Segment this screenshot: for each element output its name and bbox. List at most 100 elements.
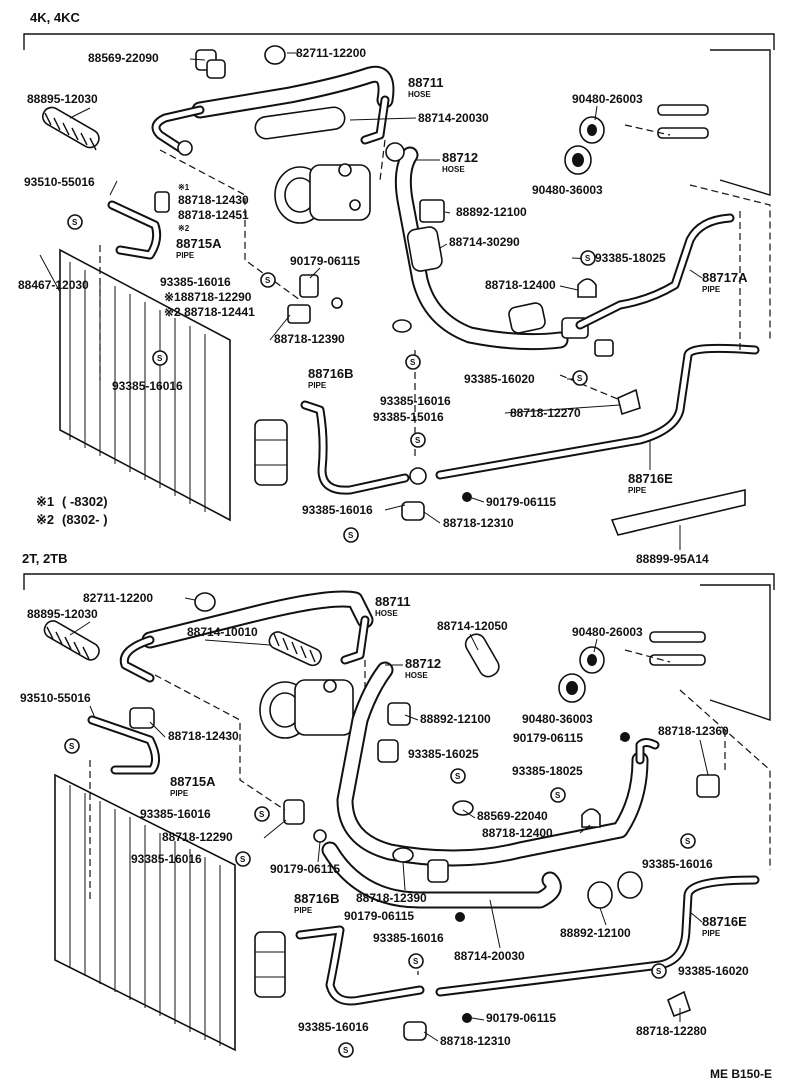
svg-text:S: S — [69, 742, 75, 751]
note-mark-1: ※1 — [36, 494, 54, 509]
label-88718-12390: 88718-12390 — [274, 332, 345, 346]
condenser-icon — [59, 248, 231, 522]
diagram-code: ME B150-E — [710, 1067, 772, 1081]
label-93385-15016: 93385-15016 — [373, 410, 444, 424]
label-b-90480-36003: 90480-36003 — [522, 712, 593, 726]
label-b-88718-12280: 88718-12280 — [636, 1024, 707, 1038]
label-b-88716e-pipe: PIPE — [702, 929, 721, 938]
top-labels: 88569-22090 82711-12200 88711 HOSE 88895… — [18, 46, 748, 566]
svg-text:S: S — [343, 1046, 349, 1055]
label-b-88716b-pipe: PIPE — [294, 906, 313, 915]
svg-text:S: S — [577, 374, 583, 383]
label-88716e: 88716E — [628, 471, 673, 486]
label-b-93385-16016-a: 93385-16016 — [140, 807, 211, 821]
label-88718-12441: ※2 88718-12441 — [164, 305, 255, 319]
note-range-2: (8302- ) — [62, 512, 108, 527]
label-b-93385-16016-b: 93385-16016 — [131, 852, 202, 866]
label-93385-16016-b: 93385-16016 — [112, 379, 183, 393]
label-b-93385-16016-c: 93385-16016 — [642, 857, 713, 871]
compressor-icon — [274, 163, 371, 224]
label-b-88714-10010: 88714-10010 — [187, 625, 258, 639]
section-title-2t: 2T, 2TB — [22, 551, 68, 566]
label-b-88718-12290: 88718-12290 — [162, 830, 233, 844]
note-mark-2: ※2 — [36, 512, 54, 527]
top-drawing — [42, 45, 771, 536]
label-88717a: 88717A — [702, 270, 748, 285]
bottom-drawing — [43, 584, 771, 1052]
label-b-88895-12030: 88895-12030 — [27, 607, 98, 621]
label-b-93385-16025: 93385-16025 — [408, 747, 479, 761]
label-b-88718-12390: 88718-12390 — [356, 891, 427, 905]
label-88714-20030: 88714-20030 — [418, 111, 489, 125]
label-b-88711-hose: HOSE — [375, 609, 398, 618]
label-90179-06115: 90179-06115 — [290, 254, 360, 268]
label-88895-12030: 88895-12030 — [27, 92, 98, 106]
receiver-drier-icon — [254, 931, 286, 998]
label-b-82711-12200: 82711-12200 — [83, 591, 153, 605]
seal-strip-icon — [610, 488, 746, 536]
svg-text:S: S — [656, 967, 662, 976]
svg-text:S: S — [555, 791, 561, 800]
label-88716b-pipe: PIPE — [308, 381, 327, 390]
section-title-4k: 4K, 4KC — [30, 10, 80, 25]
label-b-88716b: 88716B — [294, 891, 340, 906]
label-b-93385-18025: 93385-18025 — [512, 764, 583, 778]
label-b-90179-06115-b: 90179-06115 — [270, 862, 340, 876]
svg-text:S: S — [413, 957, 419, 966]
label-88715a: 88715A — [176, 236, 222, 251]
spring-icon — [42, 106, 100, 151]
label-93385-16016-d: 93385-16016 — [302, 503, 373, 517]
svg-text:S: S — [415, 436, 421, 445]
label-b-88718-12310: 88718-12310 — [440, 1034, 511, 1048]
section-frame-top — [23, 33, 775, 50]
label-b-93385-16016-d: 93385-16016 — [373, 931, 444, 945]
label-88569-22090: 88569-22090 — [88, 51, 159, 65]
screw-icon: S S S S S S S S S — [64, 738, 696, 1058]
receiver-drier-icon — [254, 419, 288, 486]
svg-text:S: S — [72, 218, 78, 227]
label-b-90480-26003: 90480-26003 — [572, 625, 643, 639]
svg-text:S: S — [585, 254, 591, 263]
label-93385-16020: 93385-16020 — [464, 372, 535, 386]
section-frame-bottom — [23, 573, 775, 590]
label-88716e-pipe: PIPE — [628, 486, 647, 495]
label-93385-16016-c: 93385-16016 — [380, 394, 451, 408]
label-note-mark-2: ※2 — [178, 224, 190, 233]
label-b-88714-20030: 88714-20030 — [454, 949, 525, 963]
svg-text:S: S — [348, 531, 354, 540]
label-b-90179-06115-d: 90179-06115 — [486, 1011, 556, 1025]
label-b-93385-16016-e: 93385-16016 — [298, 1020, 369, 1034]
label-88712-hose: HOSE — [442, 165, 465, 174]
svg-text:S: S — [685, 837, 691, 846]
label-88718-12270: 88718-12270 — [510, 406, 581, 420]
label-b-88718-12360: 88718-12360 — [658, 724, 729, 738]
label-b-88715a: 88715A — [170, 774, 216, 789]
label-b-90179-06115-a: 90179-06115 — [513, 731, 583, 745]
svg-text:S: S — [265, 276, 271, 285]
label-90179-06115-b: 90179-06115 — [486, 495, 556, 509]
label-88711-hose: HOSE — [408, 90, 431, 99]
label-93510-55016: 93510-55016 — [24, 175, 95, 189]
label-88718-12451: 88718-12451 — [178, 208, 249, 222]
bottom-labels: 82711-12200 88711 HOSE 88895-12030 88714… — [20, 591, 772, 1081]
svg-text:S: S — [455, 772, 461, 781]
label-b-88718-12430: 88718-12430 — [168, 729, 239, 743]
label-88712: 88712 — [442, 150, 478, 165]
label-90480-26003: 90480-26003 — [572, 92, 643, 106]
label-b-88892-12100-b: 88892-12100 — [560, 926, 631, 940]
label-88467-12030: 88467-12030 — [18, 278, 89, 292]
fitting-icon — [177, 140, 193, 156]
label-note-mark-1: ※1 — [178, 183, 190, 192]
condenser-icon — [54, 773, 236, 1052]
label-88892-12100: 88892-12100 — [456, 205, 527, 219]
spring-icon — [43, 620, 500, 678]
label-88716b: 88716B — [308, 366, 354, 381]
label-b-88715a-pipe: PIPE — [170, 789, 189, 798]
label-88711: 88711 — [408, 75, 443, 90]
label-88718-12310: 88718-12310 — [443, 516, 514, 530]
note-range-1: ( -8302) — [62, 494, 108, 509]
label-88718-12400: 88718-12400 — [485, 278, 556, 292]
svg-text:S: S — [240, 855, 246, 864]
label-93385-16016: 93385-16016 — [160, 275, 231, 289]
